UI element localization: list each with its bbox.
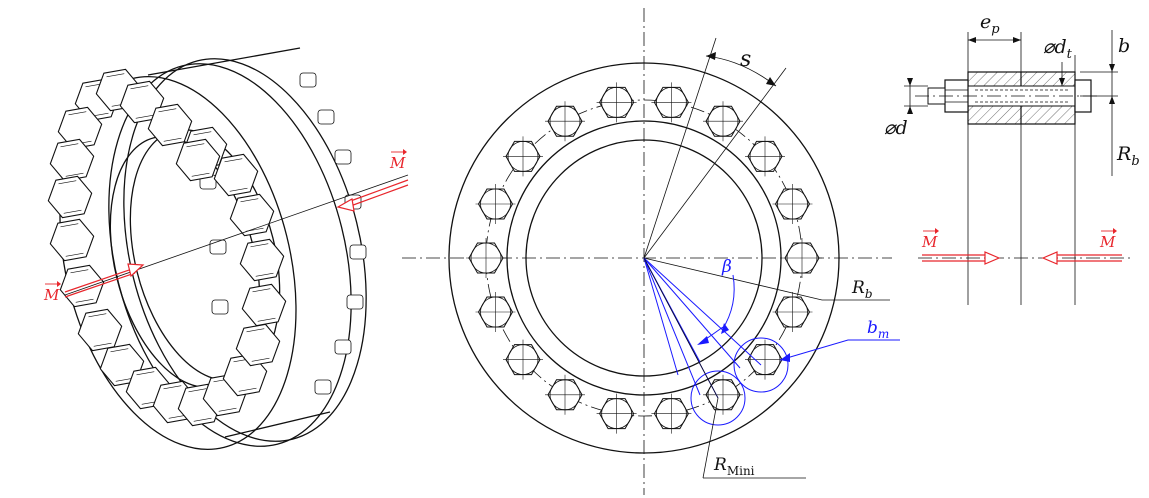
bolt-7 [744, 339, 786, 381]
label-d: ⌀d [884, 117, 908, 139]
bolt-18 [596, 81, 638, 123]
label-section-rb: Rb [1116, 143, 1140, 169]
label-ep: ep [980, 11, 1000, 37]
label-beta: β [721, 257, 732, 277]
rmini-dimension: RMini [643, 257, 806, 479]
bolt-16 [502, 135, 544, 177]
bolt-4 [772, 183, 813, 225]
moment-label-bottom: M [43, 286, 60, 304]
moment-label-top: M [389, 154, 406, 172]
section-moment-left: M [921, 228, 1001, 265]
outer-flange-circle [448, 62, 840, 454]
shaft-axis [64, 174, 409, 296]
isometric-view: M M [43, 47, 409, 450]
bolt-11 [544, 374, 586, 416]
bolt-3 [744, 135, 786, 177]
moment-arrow-top: M [336, 149, 409, 212]
bolt-5 [781, 237, 823, 279]
moment-arrow-bottom: M [43, 263, 145, 304]
bolt-13 [475, 291, 516, 333]
section-moment-right: M [1041, 228, 1122, 265]
bolt-6 [772, 291, 813, 333]
rear-bolt-tips [199, 72, 367, 395]
spacing-dimension: s [643, 37, 787, 259]
bolt-12 [502, 339, 544, 381]
hub-circle [506, 120, 782, 396]
rb-dimension: Rb [643, 257, 890, 301]
bolt-14 [465, 237, 507, 279]
section-moment-left-label: M [921, 233, 938, 251]
front-hex-nuts [44, 66, 290, 429]
bolt-2 [702, 100, 744, 142]
bolt-17 [544, 100, 586, 142]
section-moment-right-label: M [1099, 233, 1116, 251]
label-s: s [740, 47, 751, 72]
label-rb: Rb [851, 278, 873, 301]
label-bm: bm [867, 318, 889, 341]
front-view: s Rb β bm [402, 8, 900, 495]
bolt-10 [596, 393, 638, 435]
bolt-9 [650, 393, 692, 435]
label-rmini: RMini [713, 455, 755, 478]
bolt-1 [650, 81, 692, 123]
label-b: b [1118, 35, 1130, 57]
bolt-15 [475, 183, 516, 225]
bore-circle [525, 139, 763, 377]
section-view: ep ⌀dt b Rb ⌀d M [884, 11, 1140, 305]
label-dt: ⌀dt [1043, 36, 1073, 62]
